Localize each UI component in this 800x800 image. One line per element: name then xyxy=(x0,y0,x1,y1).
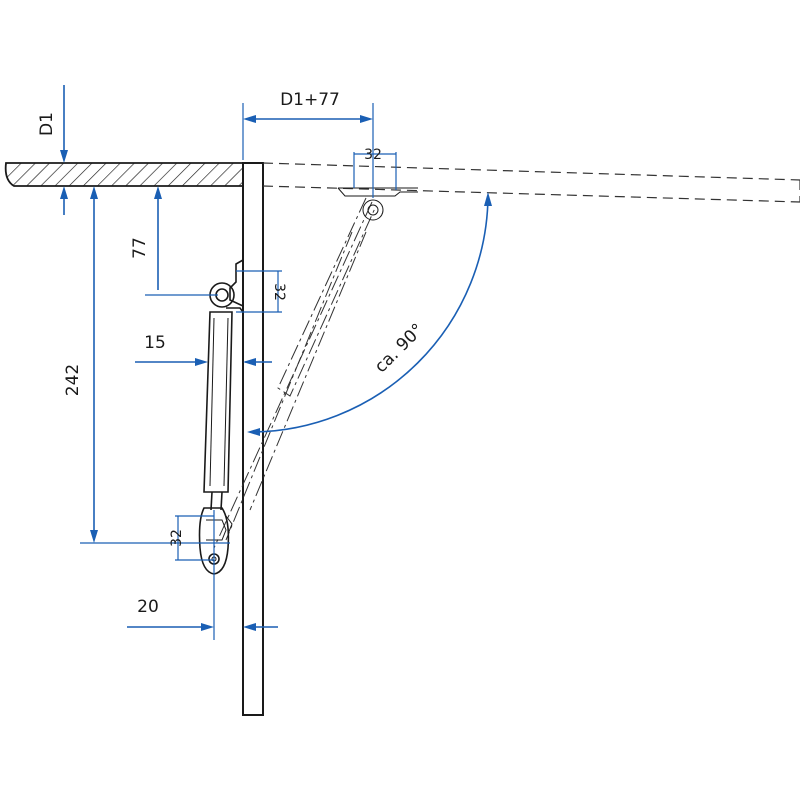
bracket-open xyxy=(337,187,418,197)
dim-d1: D1 xyxy=(37,85,68,215)
dim-upper-32: 32 xyxy=(236,270,287,313)
dim-lower-32: 32 xyxy=(169,515,214,561)
label-20: 20 xyxy=(137,597,159,617)
label-d1: D1 xyxy=(37,112,57,136)
label-15: 15 xyxy=(144,333,166,353)
dim-20: 20 xyxy=(127,510,278,640)
label-top-32: 32 xyxy=(364,147,382,163)
label-lower-32: 32 xyxy=(169,529,185,547)
label-242: 242 xyxy=(63,364,83,396)
label-d1-plus-77: D1+77 xyxy=(280,90,340,110)
dim-angle-90: ca. 90° xyxy=(247,192,492,436)
gas-spring-open xyxy=(213,197,384,549)
label-77: 77 xyxy=(130,237,150,259)
label-upper-32: 32 xyxy=(271,283,287,301)
dim-15: 15 xyxy=(135,333,272,366)
cabinet-top-panel xyxy=(4,162,244,187)
flap-open-dashed xyxy=(262,162,800,203)
gas-spring-closed xyxy=(198,282,235,575)
dim-top-32: 32 xyxy=(353,147,397,190)
dim-242: 242 xyxy=(63,186,230,544)
label-angle: ca. 90° xyxy=(371,320,428,377)
dim-77: 77 xyxy=(130,186,218,296)
upper-bracket xyxy=(226,259,244,320)
dim-d1-plus-77: D1+77 xyxy=(242,90,374,198)
flap-closed xyxy=(242,162,264,716)
